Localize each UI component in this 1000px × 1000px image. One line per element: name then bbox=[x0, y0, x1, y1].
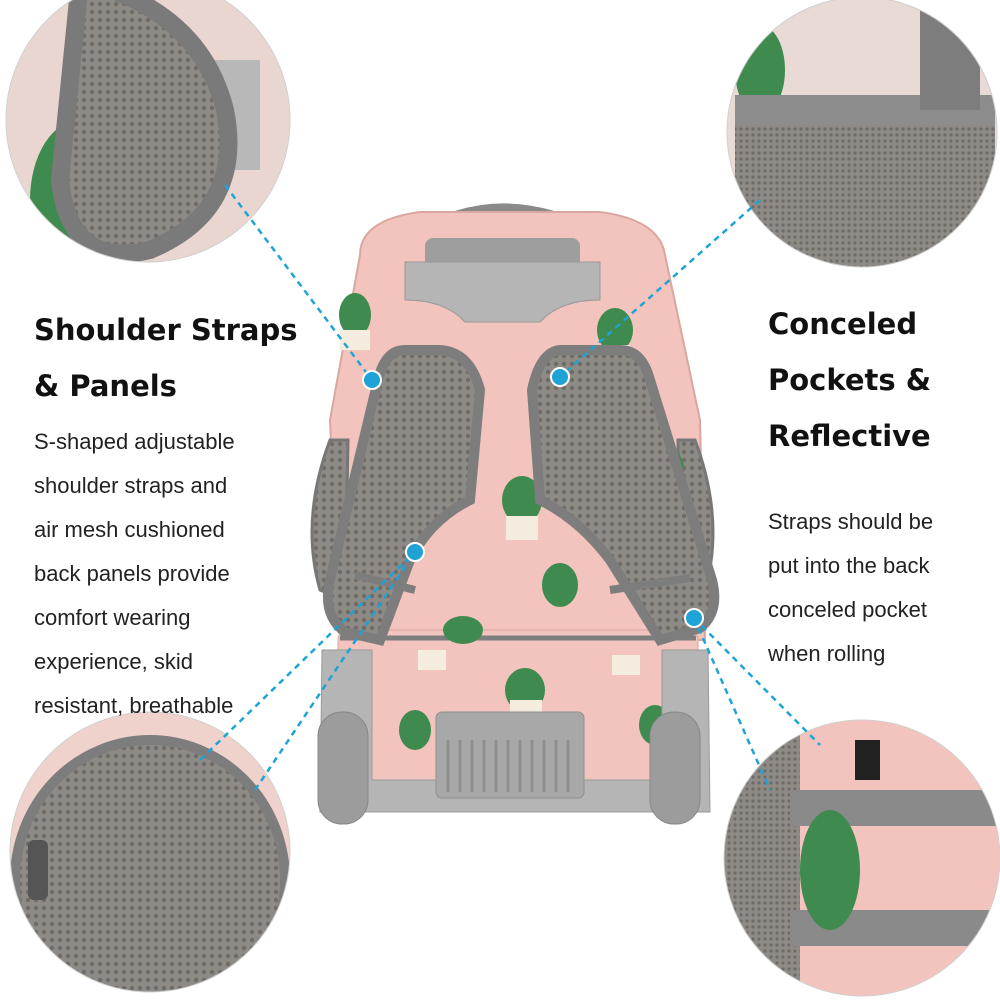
zoom-circle-top-left bbox=[5, 0, 291, 263]
callout-dots bbox=[362, 367, 704, 628]
zoom-circle-top-right bbox=[726, 0, 998, 268]
callout-dot bbox=[362, 370, 382, 390]
right-title-line: Conceled bbox=[768, 307, 918, 341]
zoom-circle-bottom-right bbox=[723, 719, 1000, 997]
backpack-image bbox=[310, 203, 720, 825]
left-body-line: comfort wearing bbox=[34, 605, 191, 630]
left-body-line: shoulder straps and bbox=[34, 473, 228, 498]
left-feature-title: Shoulder Straps & Panels bbox=[34, 302, 298, 414]
left-body-line: air mesh cushioned bbox=[34, 517, 225, 542]
callout-dot bbox=[405, 542, 425, 562]
left-body-line: back panels provide bbox=[34, 561, 230, 586]
left-body-line: S-shaped adjustable bbox=[34, 429, 235, 454]
trolley-base-top bbox=[404, 261, 601, 323]
left-title-line: Shoulder Straps bbox=[34, 313, 298, 347]
callout-lines bbox=[199, 184, 821, 791]
left-title-line: & Panels bbox=[34, 369, 177, 403]
wheel-right bbox=[649, 711, 701, 825]
right-title-line: Reflective bbox=[768, 419, 931, 453]
zoom-circle-bottom-left bbox=[9, 711, 291, 993]
right-body-line: conceled pocket bbox=[768, 597, 927, 622]
right-feature-title: Conceled Pockets & Reflective bbox=[768, 296, 931, 464]
callout-dot bbox=[550, 367, 570, 387]
left-body-line: experience, skid bbox=[34, 649, 193, 674]
left-body-line: resistant, breathable bbox=[34, 693, 234, 718]
right-body-line: put into the back bbox=[768, 553, 930, 578]
right-body-line: when rolling bbox=[768, 641, 886, 666]
callout-dot bbox=[684, 608, 704, 628]
right-feature-body: Straps should be put into the back conce… bbox=[768, 500, 933, 676]
kick-plate bbox=[435, 711, 585, 799]
wheel-left bbox=[317, 711, 369, 825]
left-feature-body: S-shaped adjustable shoulder straps and … bbox=[34, 420, 235, 728]
shoulder-strap-right bbox=[526, 345, 720, 646]
right-body-line: Straps should be bbox=[768, 509, 934, 534]
right-title-line: Pockets & bbox=[768, 363, 932, 397]
